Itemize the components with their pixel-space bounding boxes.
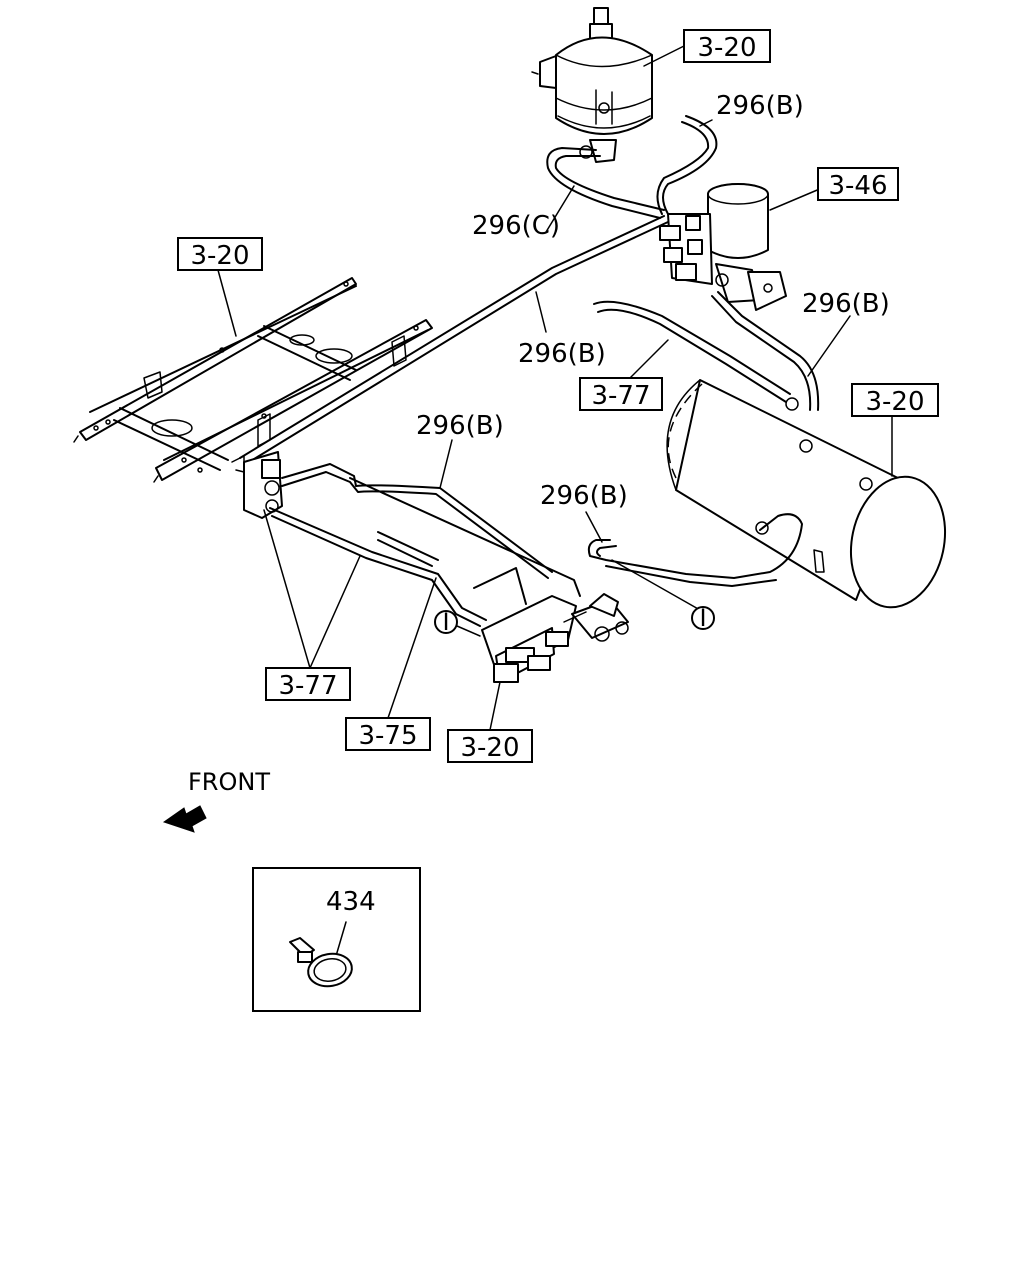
pipe-long-296b — [239, 215, 669, 465]
front-arrow-icon — [162, 805, 207, 833]
part-296c: 296(C) — [472, 211, 560, 241]
callout-3-20-tank-text: 3-20 — [865, 387, 924, 417]
callout-3-75-text: 3-75 — [358, 721, 417, 751]
connector-left-label: I — [442, 608, 449, 636]
callout-3-20-frame-text: 3-20 — [190, 241, 249, 271]
part-296b-frame: 296(B) — [518, 339, 606, 369]
hose-296b-top — [656, 115, 718, 215]
callout-3-77-low: 3-77 — [265, 667, 351, 701]
callout-3-77-mid-text: 3-77 — [591, 381, 650, 411]
part-296b-center: 296(B) — [416, 411, 504, 441]
front-label: FRONT — [188, 768, 270, 796]
pipe-3-77-mid — [593, 300, 799, 411]
part-296b-tank: 296(B) — [540, 481, 628, 511]
callout-3-20-top: 3-20 — [683, 29, 771, 63]
leader-lines — [217, 45, 893, 731]
callout-3-20-tank: 3-20 — [851, 383, 939, 417]
inset-clamp: 434 — [252, 867, 421, 1012]
callout-3-77-low-text: 3-77 — [278, 671, 337, 701]
callout-3-46: 3-46 — [817, 167, 899, 201]
valve-block — [481, 593, 629, 683]
callout-3-20-frame: 3-20 — [177, 237, 263, 271]
air-valve-unit — [659, 183, 787, 311]
air-tank — [666, 379, 947, 609]
connector-right-label: I — [699, 604, 706, 632]
connector-left — [434, 610, 458, 634]
callout-3-20-block: 3-20 — [447, 729, 533, 763]
part-296b-valve: 296(B) — [802, 289, 890, 319]
callout-3-77-mid: 3-77 — [579, 377, 663, 411]
part-434: 434 — [326, 887, 376, 917]
air-dryer-canister — [531, 7, 653, 163]
hose-296b-tank — [587, 513, 803, 611]
part-296b-top: 296(B) — [716, 91, 804, 121]
frame-bracket-left — [231, 451, 283, 519]
callout-3-75: 3-75 — [345, 717, 431, 751]
callout-3-46-text: 3-46 — [828, 171, 887, 201]
hose-296c — [546, 145, 665, 219]
chassis-frame — [73, 277, 433, 483]
lower-pipe-runs — [269, 463, 581, 627]
connector-right — [691, 606, 715, 630]
callout-3-20-top-text: 3-20 — [697, 33, 756, 63]
callout-3-20-block-text: 3-20 — [460, 733, 519, 763]
